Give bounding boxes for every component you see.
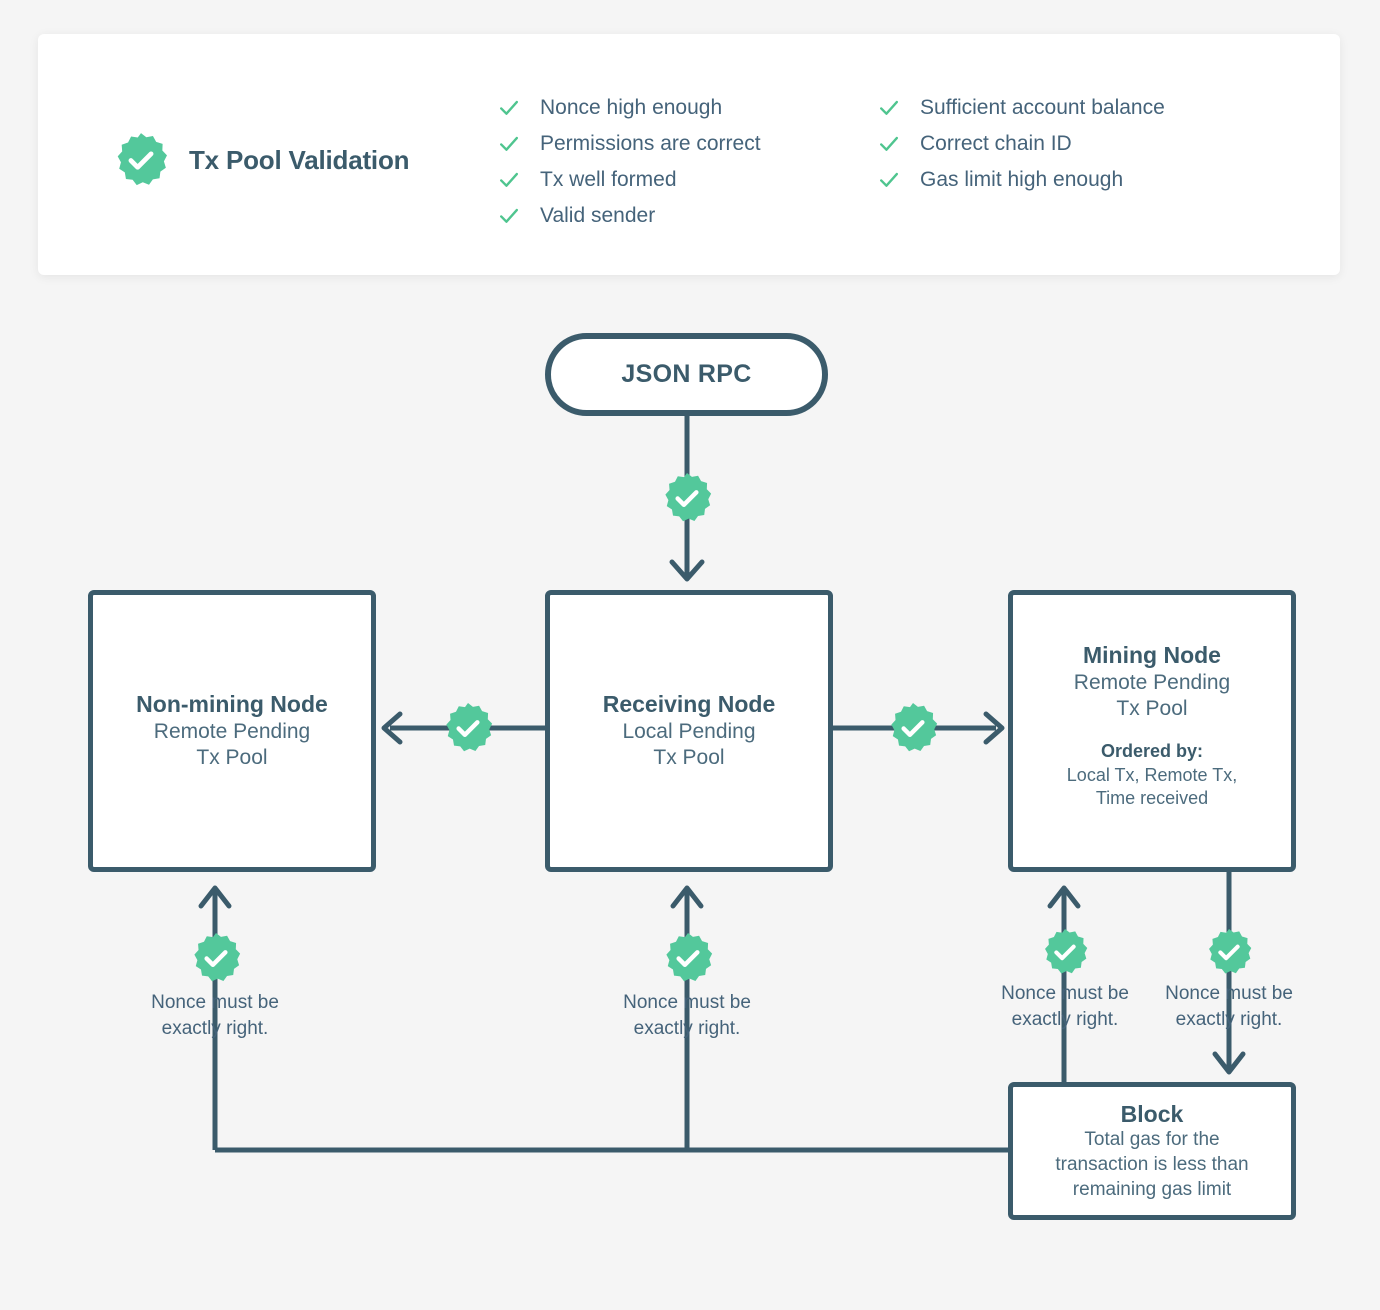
- card-title-group: Tx Pool Validation: [113, 132, 410, 188]
- check-icon: [880, 100, 898, 115]
- node-non-mining-sub-1: Remote Pending: [153, 720, 311, 744]
- check-icon: [880, 136, 898, 151]
- validation-item-label: Correct chain ID: [920, 132, 1072, 155]
- node-receiving-sub-1: Local Pending: [622, 720, 756, 744]
- check-icon: [880, 172, 898, 187]
- validation-item-label: Valid sender: [540, 204, 656, 227]
- node-receiving-sub-2: Tx Pool: [653, 746, 725, 770]
- edge-caption-mining-nonce: Nonce must be exactly right.: [1001, 983, 1129, 1030]
- node-mining[interactable]: Mining Node Remote Pending Tx Pool Order…: [1008, 590, 1296, 872]
- node-non-mining-sub-2: Tx Pool: [196, 746, 268, 770]
- validation-item-label: Nonce high enough: [540, 96, 723, 119]
- node-receiving-title: Receiving Node: [602, 691, 776, 718]
- node-block-sub-3: remaining gas limit: [1072, 1178, 1232, 1200]
- check-icon: [500, 100, 518, 115]
- node-json-rpc[interactable]: JSON RPC: [545, 333, 828, 416]
- check-badge-icon: [665, 473, 712, 522]
- validation-item-label: Sufficient account balance: [920, 96, 1165, 119]
- check-badge-icon: [117, 133, 167, 186]
- validation-item: Valid sender: [498, 198, 761, 234]
- node-block-title: Block: [1120, 1100, 1184, 1127]
- node-block-sub-2: transaction is less than: [1055, 1154, 1249, 1176]
- edge-caption-block-nonce: Nonce must be exactly right.: [1165, 983, 1293, 1030]
- check-icon: [500, 208, 518, 223]
- validation-item-label: Gas limit high enough: [920, 168, 1124, 191]
- check-badge-icon: [1209, 928, 1252, 974]
- validation-item: Sufficient account balance: [878, 90, 1165, 126]
- node-block[interactable]: Block Total gas for the transaction is l…: [1008, 1082, 1296, 1220]
- validation-item-label: Permissions are correct: [540, 132, 761, 155]
- node-non-mining-title: Non-mining Node: [136, 691, 328, 718]
- node-non-mining[interactable]: Non-mining Node Remote Pending Tx Pool: [88, 590, 376, 872]
- validation-item: Nonce high enough: [498, 90, 761, 126]
- tx-pool-validation-card: Tx Pool Validation Nonce high enough Per…: [38, 34, 1340, 275]
- node-json-rpc-title: JSON RPC: [621, 359, 752, 388]
- check-badge-icon: [194, 933, 241, 982]
- node-mining-ordered-line-1: Local Tx, Remote Tx,: [1066, 764, 1238, 785]
- node-receiving[interactable]: Receiving Node Local Pending Tx Pool: [545, 590, 833, 872]
- check-badge-icon: [666, 933, 713, 982]
- check-icon: [500, 136, 518, 151]
- edge-caption-receiving-nonce: Nonce must be exactly right.: [623, 992, 751, 1039]
- check-badge-icon: [1045, 928, 1088, 974]
- node-block-sub-1: Total gas for the: [1084, 1129, 1220, 1151]
- validation-item: Correct chain ID: [878, 126, 1165, 162]
- node-mining-sub-1: Remote Pending: [1073, 670, 1231, 694]
- edge-caption-non-mining-nonce: Nonce must be exactly right.: [151, 992, 279, 1039]
- validation-list-column-2: Sufficient account balance Correct chain…: [878, 90, 1165, 198]
- validation-item: Gas limit high enough: [878, 162, 1165, 198]
- node-mining-title: Mining Node: [1083, 642, 1221, 668]
- check-badge-icon: [891, 703, 938, 752]
- node-mining-ordered-label: Ordered by:: [1100, 741, 1204, 762]
- check-icon: [500, 172, 518, 187]
- validation-item: Permissions are correct: [498, 126, 761, 162]
- validation-item: Tx well formed: [498, 162, 761, 198]
- node-mining-sub-2: Tx Pool: [1116, 697, 1188, 720]
- node-mining-ordered-line-2: Time received: [1095, 788, 1209, 809]
- check-badge-icon: [446, 703, 493, 752]
- card-title: Tx Pool Validation: [189, 144, 410, 175]
- validation-item-label: Tx well formed: [540, 168, 677, 191]
- validation-list-column-1: Nonce high enough Permissions are correc…: [498, 90, 761, 234]
